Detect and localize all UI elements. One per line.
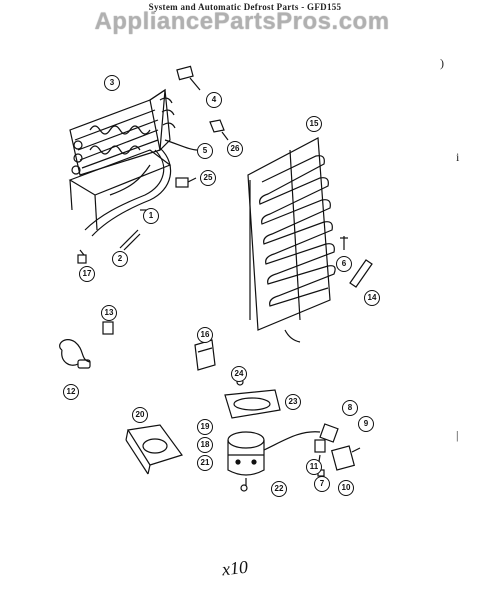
compressor	[227, 431, 321, 486]
callout-26: 26	[227, 141, 243, 157]
clip-part-26	[209, 119, 229, 141]
callout-1: 1	[143, 208, 159, 224]
capillary-tube	[84, 147, 172, 237]
callout-4: 4	[206, 92, 222, 108]
callout-14: 14	[364, 290, 380, 306]
plug-part-17	[77, 249, 87, 264]
grommet-part-22	[240, 484, 248, 492]
compressor-mount-part-23	[224, 378, 281, 419]
callout-24: 24	[231, 366, 247, 382]
callout-11: 11	[306, 459, 322, 475]
drain-tube	[164, 139, 198, 151]
diagram-header: System and Automatic Defrost Parts - GFD…	[148, 2, 342, 12]
wire-harness-part-12	[59, 339, 91, 369]
callout-12: 12	[63, 384, 79, 400]
edge-mark-1: )	[440, 56, 444, 70]
callout-23: 23	[285, 394, 301, 410]
callout-10: 10	[338, 480, 354, 496]
callout-22: 22	[271, 481, 287, 497]
callout-21: 21	[197, 455, 213, 471]
callout-2: 2	[112, 251, 128, 267]
callout-18: 18	[197, 437, 213, 453]
callout-19: 19	[197, 419, 213, 435]
callout-3: 3	[104, 75, 120, 91]
relay-assembly	[314, 423, 361, 477]
terminal-part-13	[102, 321, 114, 335]
callout-25: 25	[200, 170, 216, 186]
callout-20: 20	[132, 407, 148, 423]
watermark-text: AppliancePartsPros.com	[94, 8, 390, 35]
edge-mark-2: i	[456, 150, 460, 164]
callout-16: 16	[197, 327, 213, 343]
handwritten-note: x10	[220, 556, 249, 580]
callout-15: 15	[306, 116, 322, 132]
callout-9: 9	[358, 416, 374, 432]
screw-part-6	[340, 236, 348, 250]
compressor-base-part-20	[125, 424, 183, 475]
thermostat-part-4	[176, 65, 201, 91]
connector-part-25	[175, 177, 197, 188]
evaporator-panel	[247, 137, 336, 343]
callout-13: 13	[101, 305, 117, 321]
condenser-coil-assembly	[68, 88, 176, 231]
callout-17: 17	[79, 266, 95, 282]
edge-mark-3: |	[456, 428, 459, 442]
bracket-part-16	[194, 339, 216, 371]
callout-8: 8	[342, 400, 358, 416]
callout-5: 5	[197, 143, 213, 159]
defrost-heater-part-14	[349, 259, 373, 288]
callout-6: 6	[336, 256, 352, 272]
callout-7: 7	[314, 476, 330, 492]
tube-clip	[119, 229, 141, 251]
